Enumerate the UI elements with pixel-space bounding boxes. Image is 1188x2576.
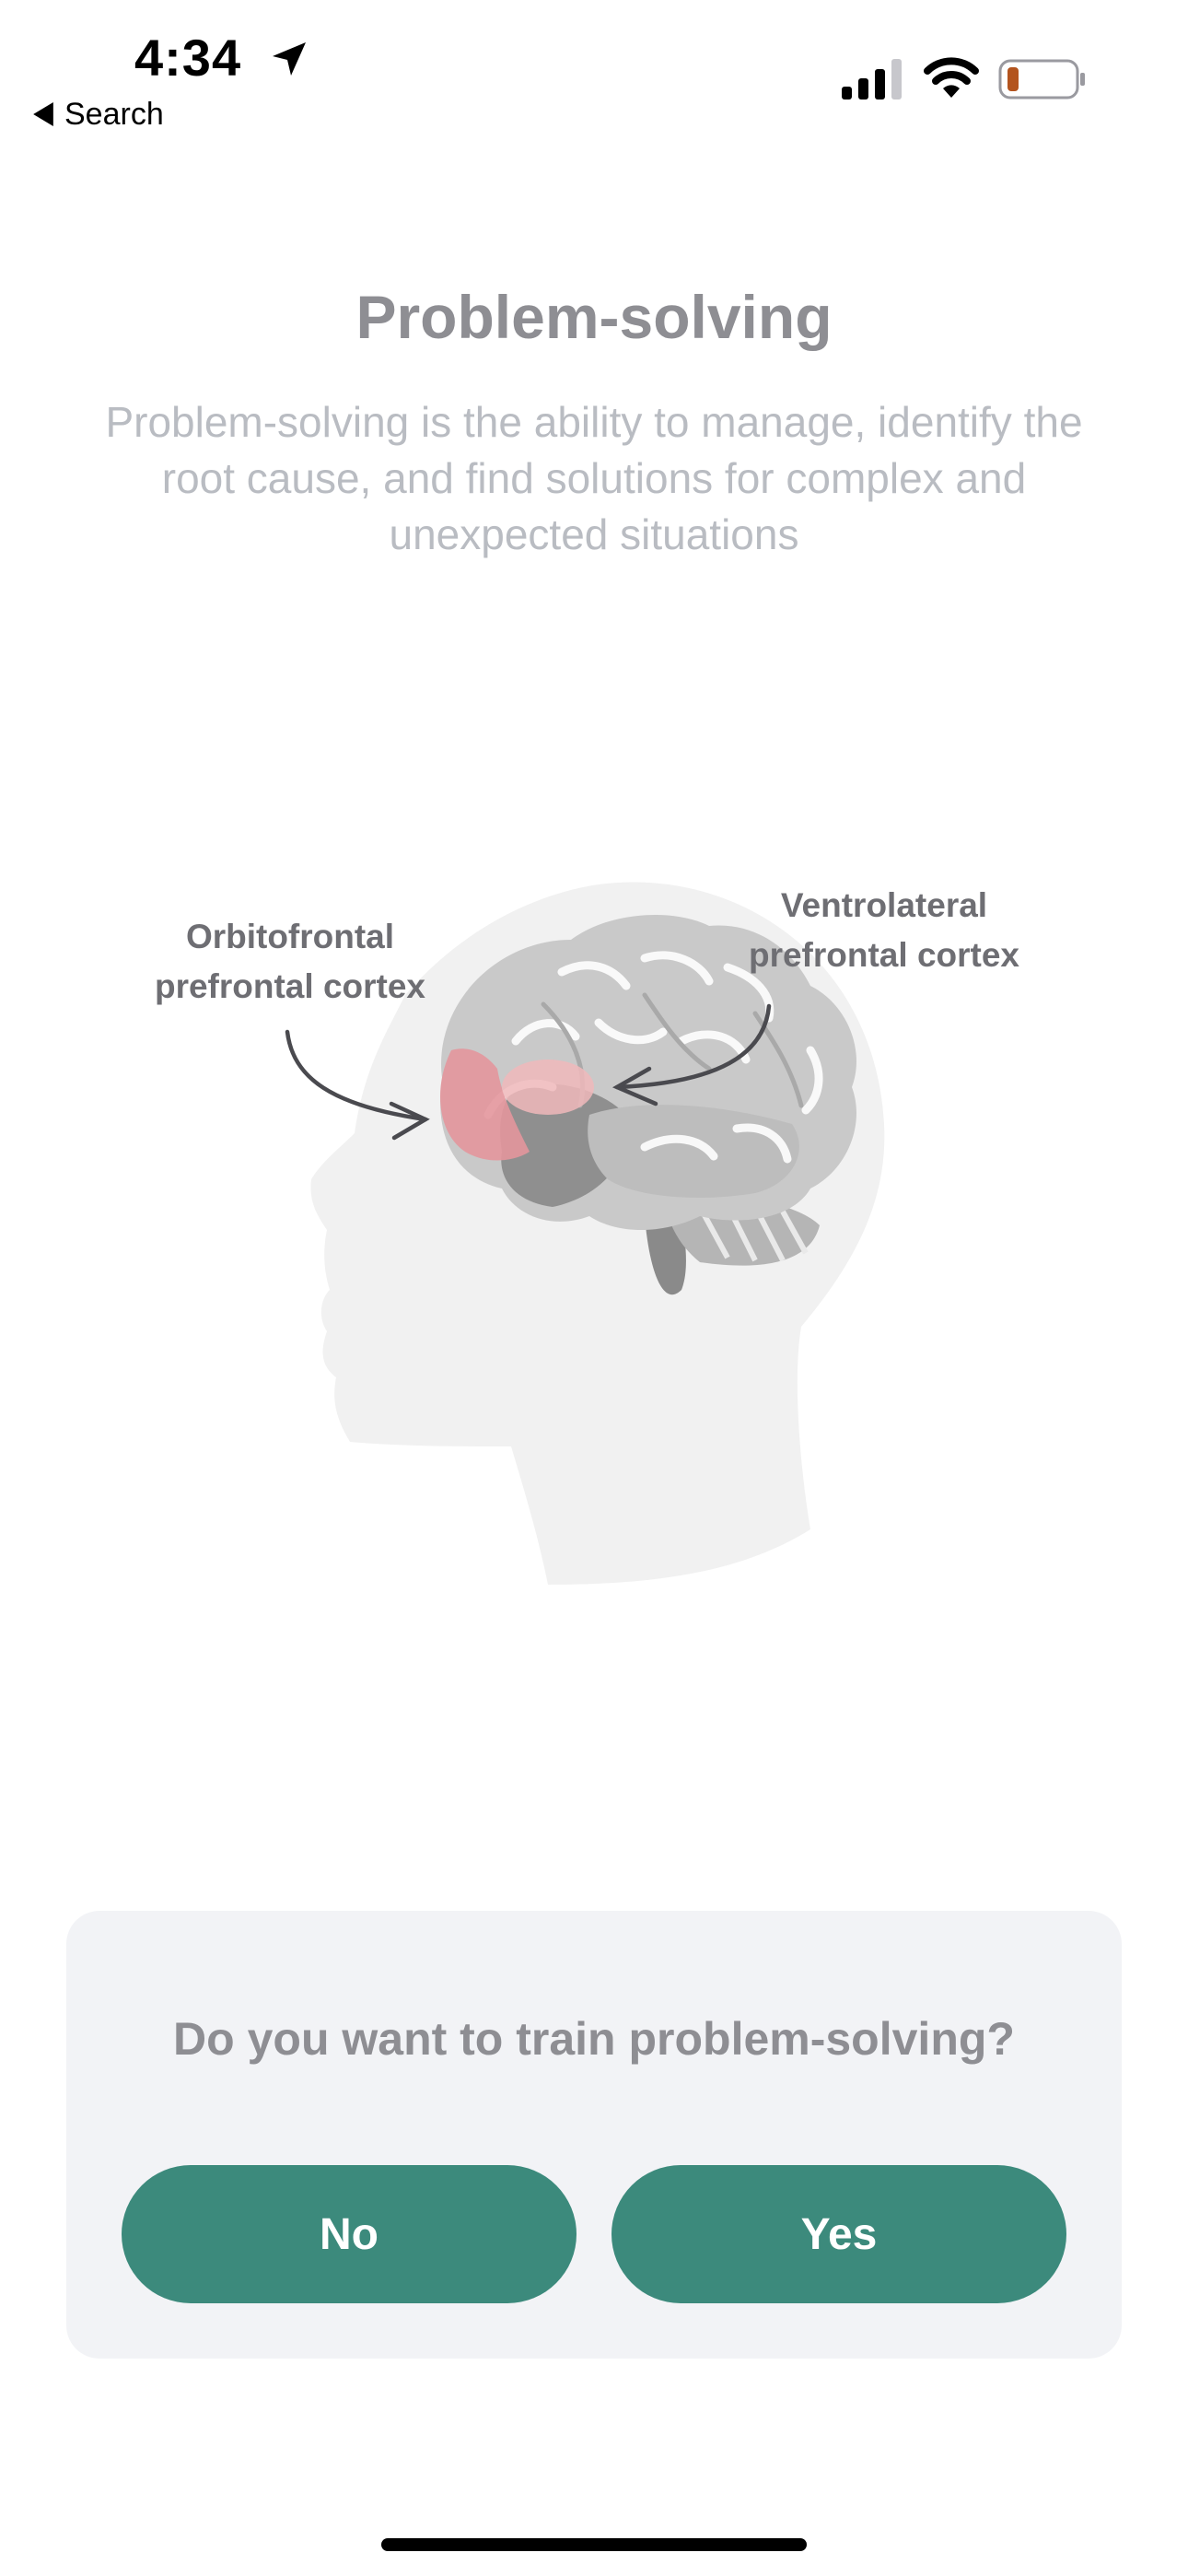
orbitofrontal-label-line2: prefrontal cortex (154, 967, 425, 1005)
back-label: Search (64, 96, 164, 132)
ventrolateral-label-line2: prefrontal cortex (748, 936, 1019, 974)
orbitofrontal-label: Orbitofrontal prefrontal cortex (120, 912, 460, 1012)
back-to-search-link[interactable]: Search (33, 94, 164, 135)
orbitofrontal-region (440, 1048, 530, 1161)
page-description: Problem-solving is the ability to manage… (105, 398, 1083, 558)
location-arrow-icon (273, 42, 306, 76)
train-question: Do you want to train problem-solving? (173, 2013, 1015, 2065)
brain-stem (645, 1216, 686, 1295)
no-button[interactable]: No (122, 2165, 577, 2303)
brain-head-illustration (285, 882, 885, 1585)
home-indicator[interactable] (381, 2538, 807, 2551)
page-title: Problem-solving (355, 283, 833, 351)
orbitofrontal-label-line1: Orbitofrontal (185, 918, 395, 955)
train-prompt-card: Do you want to train problem-solving? No… (66, 1911, 1122, 2359)
wifi-icon (924, 57, 979, 98)
ventrolateral-label-line1: Ventrolateral (780, 886, 988, 924)
ventrolateral-region (502, 1060, 594, 1115)
ventrolateral-label: Ventrolateral prefrontal cortex (728, 881, 1041, 980)
temporal-lobe (588, 1105, 799, 1198)
yes-button[interactable]: Yes (611, 2165, 1066, 2303)
cellular-signal-icon (842, 59, 902, 100)
back-caret-icon (33, 102, 53, 126)
battery-icon (998, 59, 1085, 100)
status-time: 4:34 (134, 29, 242, 87)
